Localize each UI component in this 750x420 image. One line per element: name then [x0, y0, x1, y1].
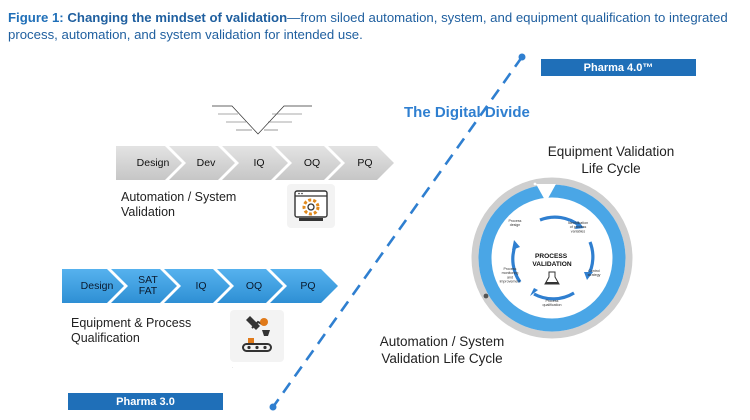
automation-lifecycle-label: Automation / System Validation Life Cycl… — [379, 334, 505, 366]
automation-validation-label: Automation / System Validation — [121, 190, 237, 219]
equipment-step-design: Design — [62, 269, 124, 303]
gear-settings-icon — [287, 184, 335, 228]
process-validation-center: PROCESS VALIDATION — [532, 253, 572, 268]
figure-label: Figure 1: — [8, 10, 64, 25]
equipment-qualification-label: Equipment & Process Qualification — [71, 316, 192, 345]
equipment-chevron-row: Design SAT FAT IQ OQ PQ — [62, 269, 338, 303]
pharma-3-banner: Pharma 3.0 — [68, 393, 223, 410]
automation-step-design: Design — [116, 146, 182, 180]
equipment-robot-icon — [230, 310, 284, 362]
icon-credit-text: · — [232, 366, 234, 370]
caption-rest: —from siloed automation, system, and equ… — [8, 10, 728, 42]
figure-caption: Figure 1: Changing the mindset of valida… — [8, 9, 743, 43]
pharma-4-label: Pharma 4.0™ — [583, 61, 654, 74]
equipment-lifecycle-label: Equipment Validation Life Cycle — [547, 144, 675, 176]
v-model-diagram — [212, 105, 312, 135]
flask-icon — [544, 271, 560, 285]
automation-chevron-row: Design Dev IQ OQ PQ — [116, 146, 394, 180]
caption-bold: Changing the mindset of validation — [67, 10, 288, 25]
pharma-3-label: Pharma 3.0 — [116, 395, 175, 408]
digital-divide-title: The Digital Divide — [404, 104, 530, 121]
pharma-4-banner: Pharma 4.0™ — [541, 59, 696, 76]
